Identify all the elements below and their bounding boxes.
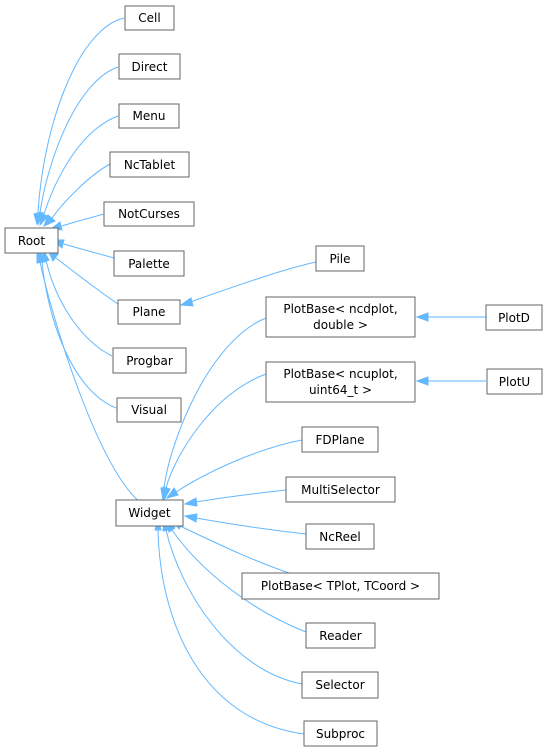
- node-multiselector[interactable]: MultiSelector: [285, 476, 396, 503]
- edge-notcurses-root: [61, 213, 105, 227]
- node-label: Pile: [329, 252, 350, 266]
- node-selector[interactable]: Selector: [301, 671, 379, 699]
- node-plotd[interactable]: PlotD: [485, 304, 543, 331]
- node-label: Progbar: [126, 354, 173, 368]
- edge-subproc-widget: [157, 529, 305, 735]
- node-label-line-2: uint64_t >: [309, 383, 372, 397]
- node-label: PlotD: [498, 311, 530, 325]
- edge-reader-widget: [171, 529, 307, 633]
- node-nctablet[interactable]: NcTablet: [109, 151, 190, 178]
- node-label-line-1: PlotBase< ncdplot,: [283, 302, 397, 316]
- node-reader[interactable]: Reader: [305, 622, 376, 649]
- node-label: Root: [18, 234, 45, 248]
- edge-nctablet-root: [51, 163, 111, 219]
- node-label: Subproc: [316, 727, 365, 741]
- edge-plotbase-ncdplot-widget: [163, 317, 267, 489]
- node-label: NcTablet: [124, 158, 176, 172]
- edge-direct-root: [39, 66, 119, 213]
- edge-palette-root: [63, 243, 115, 259]
- node-label: Direct: [132, 60, 168, 74]
- node-notcurses[interactable]: NotCurses: [103, 201, 195, 227]
- arrowhead-pile-plane: [179, 297, 194, 307]
- node-pile[interactable]: Pile: [315, 245, 365, 272]
- node-label: PlotBase< TPlot, TCoord >: [261, 579, 420, 593]
- arrowhead-plotbase-ncuplot-widget: [162, 486, 171, 502]
- node-visual[interactable]: Visual: [116, 397, 182, 423]
- node-label: Palette: [128, 257, 170, 271]
- edge-fdplane-widget: [175, 439, 303, 493]
- node-label-line-2: double >: [313, 318, 368, 332]
- node-label: Visual: [131, 403, 167, 417]
- edge-progbar-root: [45, 259, 113, 357]
- edge-plane-root: [55, 257, 119, 305]
- arrowhead-widget-root: [36, 250, 44, 264]
- node-label-line-1: PlotBase< ncuplot,: [283, 367, 397, 381]
- arrowhead-plotu-plotbase-ncuplot: [415, 376, 429, 386]
- edge-multiselector-widget: [195, 489, 287, 503]
- class-nodes: Root Cell Direct Menu NcTablet NotCurses…: [4, 5, 543, 747]
- arrowhead-ncreel-widget: [183, 513, 198, 523]
- node-progbar[interactable]: Progbar: [112, 347, 187, 374]
- inheritance-edges: [37, 17, 486, 735]
- node-palette[interactable]: Palette: [113, 250, 185, 277]
- node-subproc[interactable]: Subproc: [303, 720, 378, 747]
- node-label: PlotU: [499, 375, 530, 389]
- node-label: Widget: [128, 506, 171, 520]
- arrowhead-fdplane-widget: [165, 487, 179, 499]
- node-label: MultiSelector: [301, 483, 380, 497]
- node-plotbase-ncuplot[interactable]: PlotBase< ncuplot, uint64_t >: [265, 361, 416, 403]
- node-label: Menu: [133, 109, 166, 123]
- node-label: Plane: [133, 305, 166, 319]
- arrowhead-menu-root: [39, 213, 49, 227]
- edge-ncreel-widget: [195, 517, 307, 535]
- node-direct[interactable]: Direct: [118, 53, 181, 80]
- inheritance-arrowheads: [33, 211, 429, 533]
- node-plotbase-ncdplot[interactable]: PlotBase< ncdplot, double >: [265, 296, 416, 338]
- edge-plotbase-ncuplot-widget: [165, 373, 267, 489]
- node-label: NotCurses: [118, 207, 180, 221]
- node-ncreel[interactable]: NcReel: [305, 523, 375, 550]
- node-label: Cell: [138, 11, 160, 25]
- arrowhead-plotd-plotbase-ncdplot: [415, 312, 429, 322]
- node-root[interactable]: Root: [4, 227, 59, 254]
- edge-widget-root: [39, 261, 141, 503]
- node-widget[interactable]: Widget: [115, 499, 184, 527]
- node-label: Reader: [319, 629, 362, 643]
- node-plotu[interactable]: PlotU: [486, 368, 543, 395]
- node-plane[interactable]: Plane: [117, 299, 181, 325]
- arrowhead-multiselector-widget: [183, 497, 198, 507]
- edge-plotbase-tplot-widget: [179, 525, 293, 575]
- node-label: Selector: [315, 678, 364, 692]
- edge-pile-plane: [189, 261, 317, 303]
- node-label: FDPlane: [315, 433, 364, 447]
- node-cell[interactable]: Cell: [124, 5, 175, 31]
- node-label: NcReel: [319, 530, 360, 544]
- node-plotbase-tplot[interactable]: PlotBase< TPlot, TCoord >: [241, 572, 440, 600]
- edge-cell-root: [37, 17, 125, 213]
- edge-menu-root: [43, 115, 119, 215]
- node-fdplane[interactable]: FDPlane: [301, 426, 379, 453]
- node-menu[interactable]: Menu: [118, 103, 180, 129]
- arrowhead-nctablet-root: [43, 214, 56, 227]
- edge-selector-widget: [165, 529, 303, 685]
